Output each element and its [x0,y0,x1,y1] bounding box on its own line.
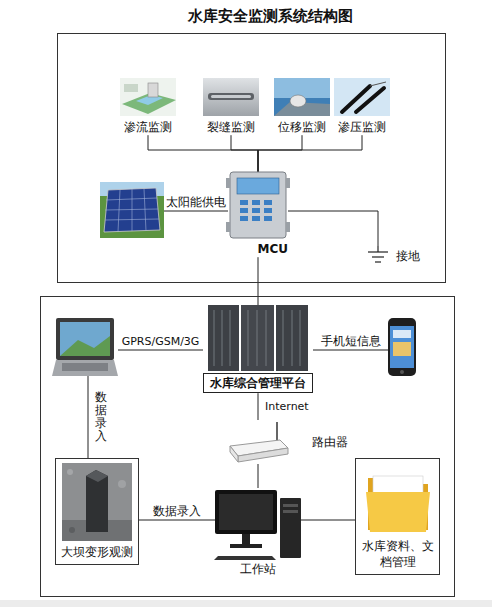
solar-node [100,182,164,238]
connector-line [139,520,215,521]
connector-line [148,135,258,172]
connector-label: 数据录入 [94,389,108,446]
crack-sensor-picture [203,78,259,116]
connector-line [313,350,388,351]
node-caption: 接地 [396,248,420,264]
connector-line [288,211,378,246]
node-caption: 裂缝监测 [207,119,255,135]
node-caption: 水库资料、文档管理 [360,538,435,570]
picture-slot [334,78,390,116]
connector-line [258,393,259,420]
laptop-picture [52,318,118,376]
connector-line [258,257,259,305]
ground-node: 接地 [368,246,420,266]
connector-line [164,211,228,212]
archive-box: 水库资料、文档管理 [355,458,440,575]
pressure-sensor-picture [334,78,390,116]
seepage-sensor-picture [120,78,176,116]
laptop-node [52,318,118,376]
node-caption: 位移监测 [278,119,326,135]
picture-slot [203,78,259,116]
mcu-device-picture [226,172,290,238]
sensor-node: 裂缝监测 [203,78,259,135]
platform-node: 水库综合管理平台 [203,305,313,393]
picture-slot [228,172,288,238]
folder-picture [366,476,430,532]
phone-node [388,318,416,376]
solar-panel-picture [100,182,164,238]
sensor-node: 位移监测 [274,78,330,135]
connector-line [258,135,302,172]
picture-slot [274,78,330,116]
node-caption: 大坝变形观测 [61,544,133,560]
picture-slot [388,318,416,376]
phone-picture [388,318,416,376]
connector-line [88,376,89,458]
dam-box: 大坝变形观测 [55,458,139,565]
picture-slot [120,78,176,116]
workstation-picture [214,490,301,560]
connector-line [258,464,259,488]
picture-slot [228,420,288,464]
connector-line [231,135,258,172]
sensor-node: 渗流监测 [120,78,176,135]
picture-slot [100,182,164,238]
diagram-title: 水库安全监测系统结构图 [0,7,492,26]
picture-slot [52,318,118,376]
connector-label: GPRS/GSM/3G [120,335,202,348]
picture-slot [208,305,308,371]
sensor-node: 渗压监测 [334,78,390,135]
node-caption: MCU [258,241,289,257]
connector-label: Internet [263,400,311,413]
dam-observation-picture [62,463,132,541]
mcu-node: MCU [228,172,288,257]
connector-line [118,350,203,351]
ground-symbol [368,246,388,262]
workstation-node: 工作站 [215,488,301,577]
router-picture [230,422,288,462]
monitoring-panel: 渗流监测 裂缝监测 位移监测渗压监测 MCU 接地 [57,33,446,283]
router-node: 路由器 [228,420,348,464]
connector-line [258,135,362,172]
connector-label: 太阳能供电 [164,195,228,209]
bottom-band [0,600,492,607]
node-caption: 路由器 [312,434,348,450]
connector-line [301,520,355,521]
connector-label: 数据录入 [151,504,203,518]
picture-slot [62,463,132,541]
picture-slot [365,463,430,535]
picture-slot [215,488,301,558]
node-caption: 渗压监测 [338,119,386,135]
node-caption: 渗流监测 [124,119,172,135]
node-caption: 工作站 [240,561,276,577]
platform-label: 水库综合管理平台 [203,373,313,393]
displacement-sensor-picture [274,78,330,116]
server-picture [208,305,308,371]
connector-label: 手机短信息 [319,334,383,348]
management-panel: 水库综合管理平台路由器大坝变形观测工作站 水库资料、文档管理 [40,296,455,597]
picture-slot [368,246,388,266]
